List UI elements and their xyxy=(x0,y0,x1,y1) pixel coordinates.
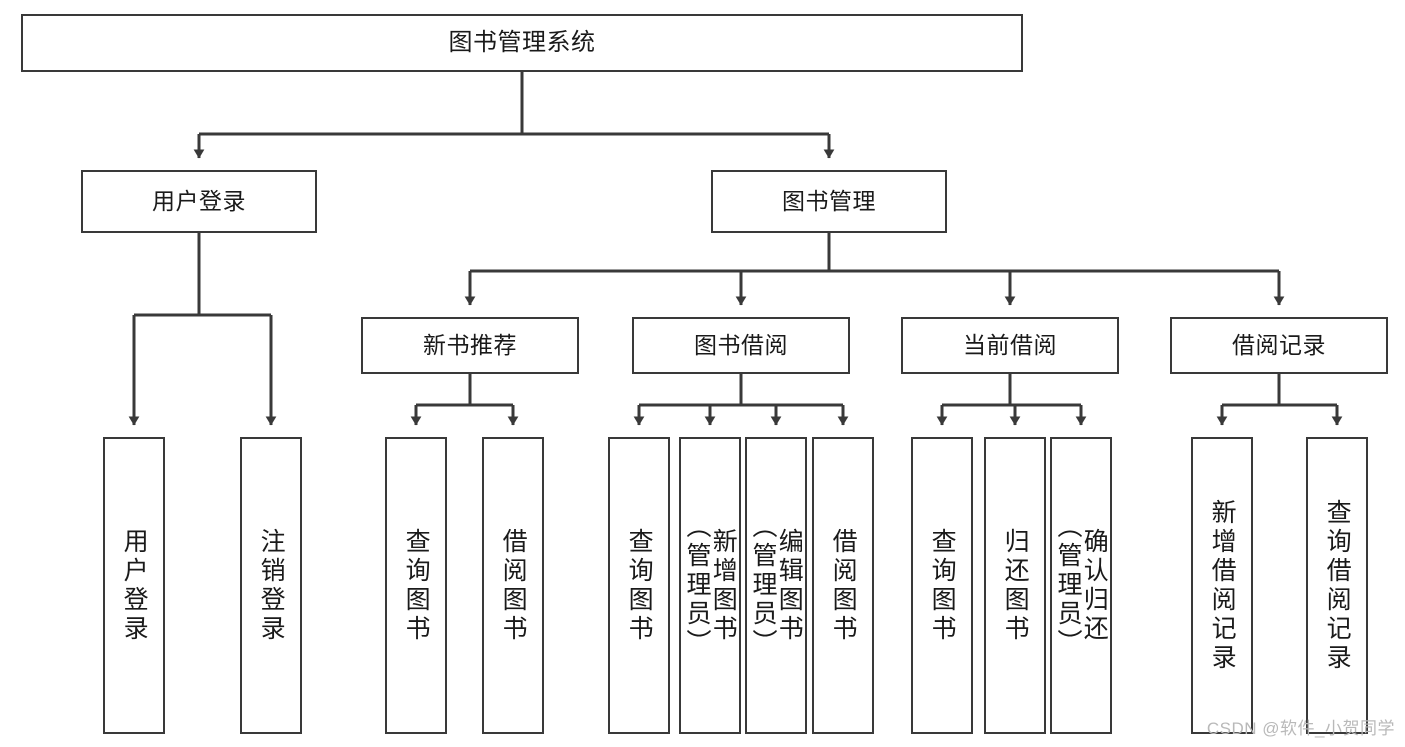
leaf-query-book-2-label: 查询图书 xyxy=(625,527,654,644)
leaf-borrow-book-1[interactable]: 借阅图书 xyxy=(482,437,544,734)
leaf-add-book-admin-label: 新增图书 （管理员） xyxy=(683,513,738,658)
node-new-book-recommend[interactable]: 新书推荐 xyxy=(361,317,579,374)
leaf-borrow-book-2[interactable]: 借阅图书 xyxy=(812,437,874,734)
leaf-query-book-1[interactable]: 查询图书 xyxy=(385,437,447,734)
node-user-login-label: 用户登录 xyxy=(152,187,246,214)
node-user-login[interactable]: 用户登录 xyxy=(81,170,317,233)
node-book-borrow[interactable]: 图书借阅 xyxy=(632,317,850,374)
leaf-query-borrow-record[interactable]: 查询借阅记录 xyxy=(1306,437,1368,734)
leaf-query-borrow-record-label: 查询借阅记录 xyxy=(1323,498,1352,673)
leaf-confirm-return-admin-label: 确认归还 （管理员） xyxy=(1054,513,1109,658)
leaf-return-book[interactable]: 归还图书 xyxy=(984,437,1046,734)
leaf-user-login-label: 用户登录 xyxy=(120,527,149,644)
leaf-borrow-book-1-label: 借阅图书 xyxy=(499,527,528,644)
leaf-user-login[interactable]: 用户登录 xyxy=(103,437,165,734)
leaf-edit-book-admin[interactable]: 编辑图书 （管理员） xyxy=(745,437,807,734)
leaf-add-borrow-record[interactable]: 新增借阅记录 xyxy=(1191,437,1253,734)
leaf-query-book-1-label: 查询图书 xyxy=(402,527,431,644)
node-current-borrow[interactable]: 当前借阅 xyxy=(901,317,1119,374)
node-root-label: 图书管理系统 xyxy=(448,28,596,56)
node-borrow-record-label: 借阅记录 xyxy=(1232,331,1326,358)
node-current-borrow-label: 当前借阅 xyxy=(963,331,1057,358)
leaf-add-borrow-record-label: 新增借阅记录 xyxy=(1208,498,1237,673)
node-book-manage-label: 图书管理 xyxy=(782,187,876,214)
node-root[interactable]: 图书管理系统 xyxy=(21,14,1023,72)
node-book-borrow-label: 图书借阅 xyxy=(694,331,788,358)
leaf-query-book-3[interactable]: 查询图书 xyxy=(911,437,973,734)
leaf-query-book-2[interactable]: 查询图书 xyxy=(608,437,670,734)
leaf-query-book-3-label: 查询图书 xyxy=(928,527,957,644)
leaf-add-book-admin[interactable]: 新增图书 （管理员） xyxy=(679,437,741,734)
node-book-manage[interactable]: 图书管理 xyxy=(711,170,947,233)
node-borrow-record[interactable]: 借阅记录 xyxy=(1170,317,1388,374)
leaf-edit-book-admin-label: 编辑图书 （管理员） xyxy=(749,513,804,658)
node-new-book-recommend-label: 新书推荐 xyxy=(423,331,517,358)
leaf-return-book-label: 归还图书 xyxy=(1001,527,1030,644)
leaf-user-logout-label: 注销登录 xyxy=(257,527,286,644)
leaf-user-logout[interactable]: 注销登录 xyxy=(240,437,302,734)
leaf-confirm-return-admin[interactable]: 确认归还 （管理员） xyxy=(1050,437,1112,734)
leaf-borrow-book-2-label: 借阅图书 xyxy=(829,527,858,644)
